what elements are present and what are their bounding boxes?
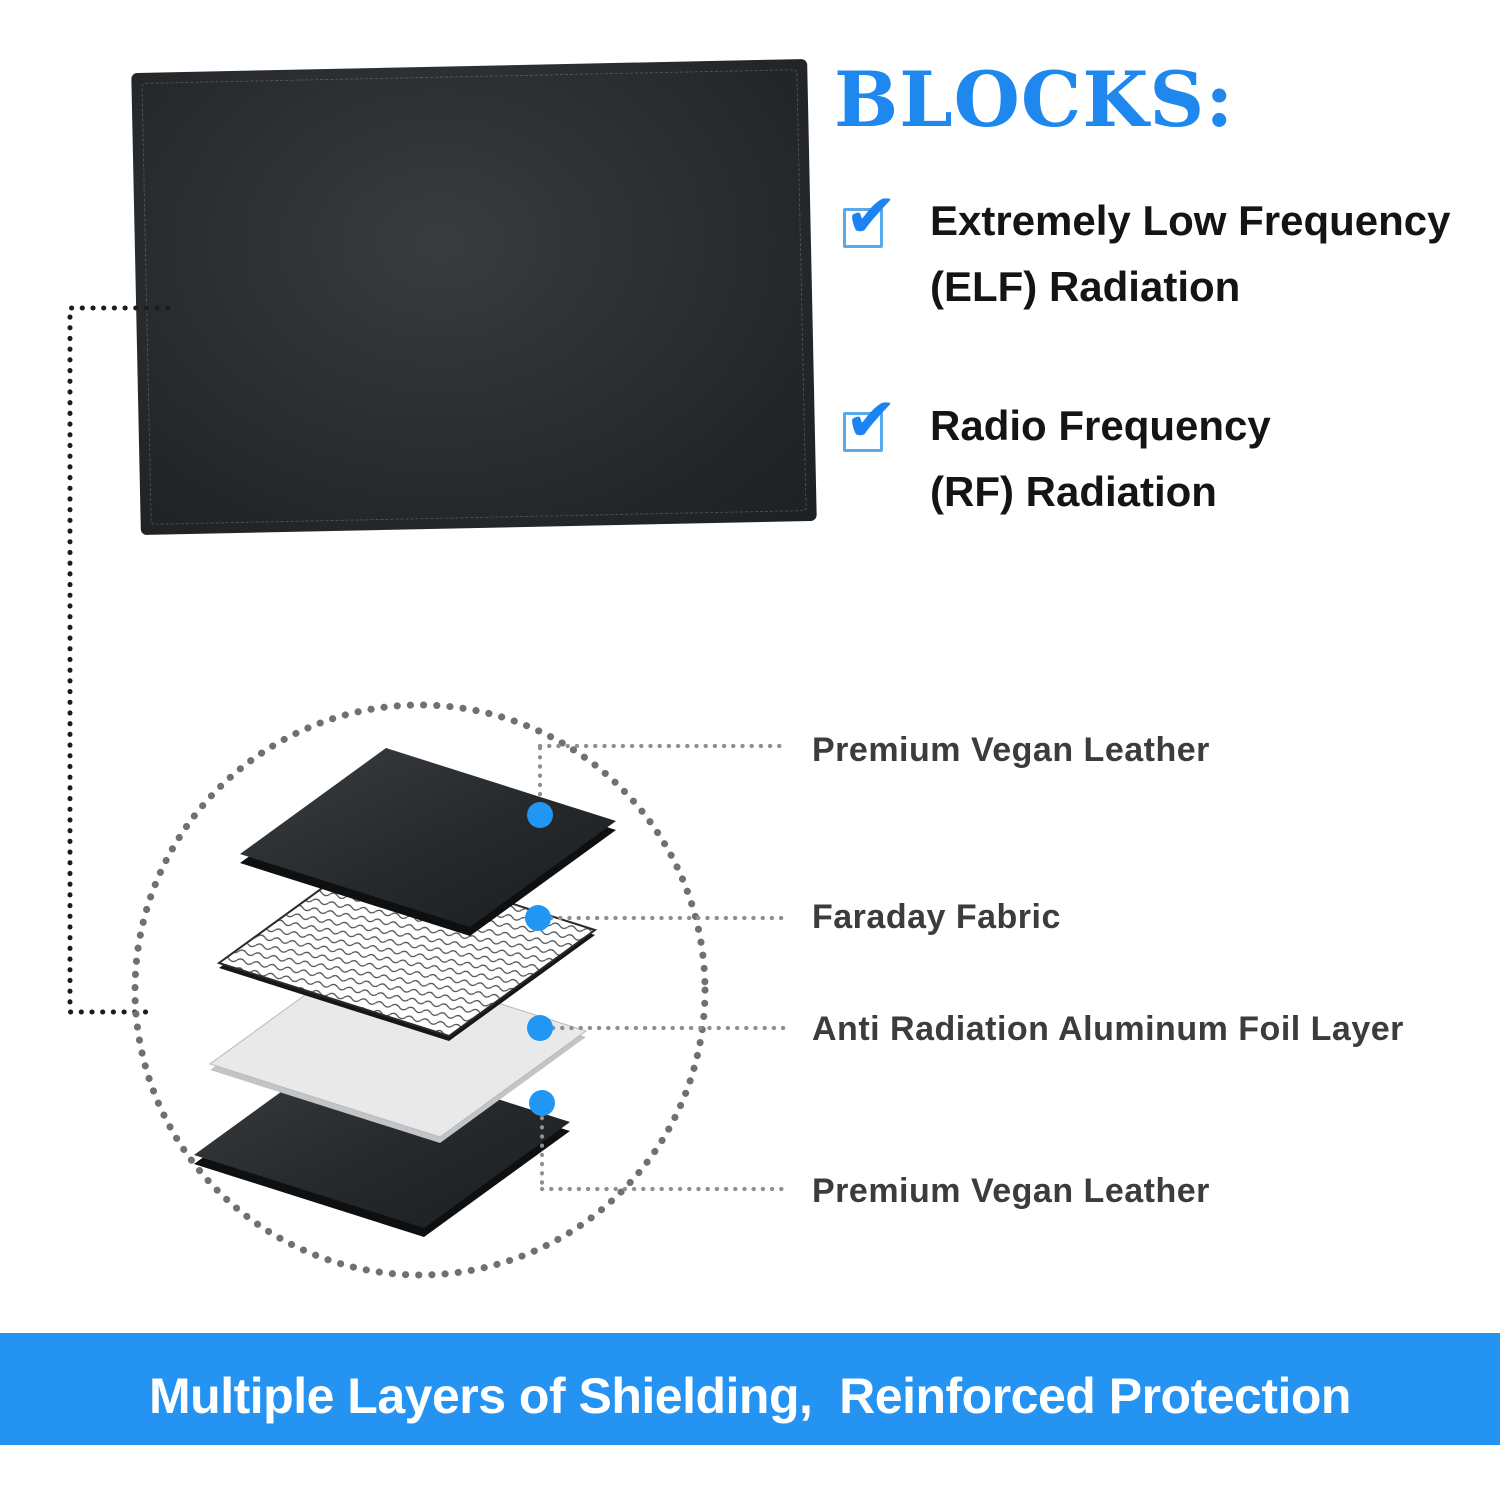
checkbox-elf-radiation[interactable] <box>843 208 883 248</box>
blocks-item-elf-line1: Extremely Low Frequency <box>930 197 1451 244</box>
leader-line-vegan-leather-top <box>537 743 791 802</box>
banner-text: Multiple Layers of Shielding, Reinforced… <box>149 1368 1351 1424</box>
label-vegan-leather-top: Premium Vegan Leather <box>812 731 1210 769</box>
checkmark-icon: ✔ <box>843 178 899 253</box>
blocks-item-elf-line2: (ELF) Radiation <box>930 263 1241 310</box>
leader-line-vegan-leather-bottom <box>539 1115 791 1192</box>
label-vegan-leather-bottom: Premium Vegan Leather <box>812 1172 1210 1210</box>
callout-dot-aluminum-foil <box>527 1015 553 1041</box>
diagram-dotted-circle <box>131 701 709 1279</box>
layer-vegan-leather-top <box>240 748 616 936</box>
bottom-banner: Multiple Layers of Shielding, Reinforced… <box>0 1333 1500 1445</box>
blocks-item-rf-line1: Radio Frequency <box>930 402 1271 449</box>
callout-dot-vegan-leather-top <box>527 802 553 828</box>
blocks-item-rf-line2: (RF) Radiation <box>930 468 1217 515</box>
page-title: BLOCKS: <box>834 55 1235 144</box>
callout-dot-faraday-fabric <box>525 905 551 931</box>
label-aluminum-foil: Anti Radiation Aluminum Foil Layer <box>812 1010 1404 1048</box>
callout-dot-vegan-leather-bottom <box>529 1090 555 1116</box>
checkmark-icon: ✔ <box>843 382 899 457</box>
checkbox-rf-radiation[interactable] <box>843 412 883 452</box>
label-faraday-fabric: Faraday Fabric <box>812 898 1061 936</box>
mat-to-diagram-connector-line <box>67 305 171 1015</box>
blocks-item-rf: Radio Frequency (RF) Radiation <box>930 393 1271 525</box>
blocks-item-elf: Extremely Low Frequency (ELF) Radiation <box>930 188 1451 320</box>
